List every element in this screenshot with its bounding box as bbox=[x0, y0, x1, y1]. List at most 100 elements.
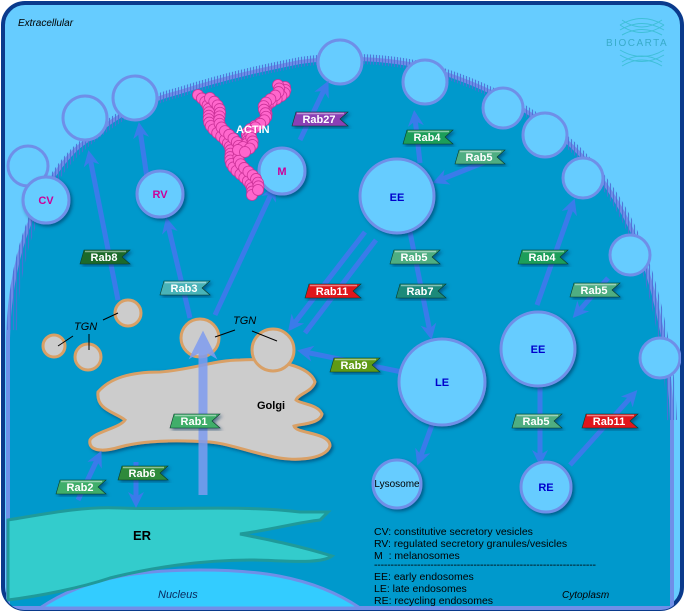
arrow-le-to-lysosome bbox=[415, 424, 435, 466]
rab-flag-label: Rab6 bbox=[129, 468, 156, 480]
legend-line-re: RE: recycling endosomes bbox=[374, 595, 493, 607]
rab-flag-rab5-lower: Rab5 bbox=[511, 413, 563, 429]
rab-flag-shape bbox=[511, 413, 563, 429]
rab-flag-rab6: Rab6 bbox=[117, 465, 169, 481]
arrow-tgn-to-rv bbox=[162, 217, 193, 319]
legend-divider: ----------------------------------------… bbox=[374, 559, 597, 571]
rab-flag-rab11-center: Rab11 bbox=[304, 283, 362, 299]
rab-flag-shape bbox=[117, 465, 169, 481]
rab-flag-rab2: Rab2 bbox=[55, 479, 107, 495]
rab-flag-rab9: Rab9 bbox=[329, 357, 381, 373]
golgi-label: Golgi bbox=[257, 400, 285, 412]
ee-right-vesicle bbox=[499, 310, 577, 388]
rab-flag-label: Rab9 bbox=[341, 360, 368, 372]
golgi-apparatus bbox=[88, 358, 332, 461]
nucleus-label: Nucleus bbox=[158, 589, 198, 601]
lysosome-label: Lysosome bbox=[374, 479, 420, 490]
arrow-tgn-to-m bbox=[212, 184, 276, 317]
ee-right-label: EE bbox=[531, 344, 546, 356]
rab-flag-rab8: Rab8 bbox=[79, 249, 131, 265]
rab-flag-shape bbox=[291, 111, 349, 127]
rab-flag-label: Rab7 bbox=[407, 286, 434, 298]
re-label: RE bbox=[538, 482, 553, 494]
rab-flag-rab1: Rab1 bbox=[169, 413, 221, 429]
ee-top-vesicle bbox=[358, 157, 436, 235]
biocarta-logo: BIOCARTA bbox=[606, 18, 668, 67]
cv-vesicle bbox=[21, 175, 71, 225]
le-vesicle bbox=[397, 337, 487, 427]
rv-vesicle bbox=[135, 169, 185, 219]
actin-bead bbox=[239, 146, 251, 158]
endoplasmic-reticulum bbox=[6, 506, 336, 602]
rab-flag-shape bbox=[581, 413, 639, 429]
rab-flag-rab4-right: Rab4 bbox=[517, 249, 569, 265]
rab-flag-label: Rab27 bbox=[302, 114, 335, 126]
rab-flag-label: Rab5 bbox=[581, 285, 608, 297]
m-vesicle bbox=[257, 146, 307, 196]
rab-flag-shape bbox=[169, 413, 221, 429]
rab-flag-rab4-top: Rab4 bbox=[402, 129, 454, 145]
rab-flag-rab5-right: Rab5 bbox=[569, 282, 621, 298]
rab-flag-label: Rab3 bbox=[171, 283, 198, 295]
le-label: LE bbox=[435, 377, 449, 389]
rab-flag-shape bbox=[329, 357, 381, 373]
membrane-pits bbox=[6, 38, 681, 380]
legend-line-le: LE: late endosomes bbox=[374, 583, 467, 595]
rab-flag-rab11-right: Rab11 bbox=[581, 413, 639, 429]
rab-flag-rab3: Rab3 bbox=[159, 280, 211, 296]
arrow-re-to-membrane bbox=[568, 390, 638, 467]
legend: CV: constitutive secretory vesicles RV: … bbox=[374, 526, 597, 607]
rv-label: RV bbox=[152, 189, 168, 201]
rab-flag-label: Rab11 bbox=[593, 416, 625, 428]
vesicles bbox=[21, 146, 577, 514]
actin-filaments bbox=[192, 79, 292, 201]
rab-flag-rab7: Rab7 bbox=[395, 283, 447, 299]
rab-flag-shape bbox=[159, 280, 211, 296]
actin-bead bbox=[252, 184, 264, 196]
rab-flag-shape bbox=[402, 129, 454, 145]
actin-label: ACTIN bbox=[236, 124, 270, 136]
cv-label: CV bbox=[38, 195, 54, 207]
rab-flag-label: Rab5 bbox=[523, 416, 550, 428]
logo-mesh-icon bbox=[619, 18, 665, 67]
rab-flag-rab27: Rab27 bbox=[291, 111, 349, 127]
re-vesicle bbox=[519, 460, 573, 514]
rab-flag-label: Rab1 bbox=[181, 416, 208, 428]
tgn-left-label: TGN bbox=[74, 321, 97, 333]
cytoplasm-label: Cytoplasm bbox=[562, 590, 609, 601]
arrow-ee-to-le bbox=[407, 231, 437, 340]
rab-flag-shape bbox=[389, 249, 441, 265]
rab-flag-rab5-top: Rab5 bbox=[454, 149, 506, 165]
rab-flag-label: Rab2 bbox=[67, 482, 94, 494]
tgn-leader-lines bbox=[57, 312, 278, 350]
legend-line-ee: EE: early endosomes bbox=[374, 571, 474, 583]
rab-flag-shape bbox=[395, 283, 447, 299]
rab-flag-label: Rab5 bbox=[401, 252, 428, 264]
ee-top-label: EE bbox=[390, 192, 405, 204]
rab-flag-shape bbox=[55, 479, 107, 495]
tgn-center-label: TGN bbox=[233, 315, 256, 327]
arrow-rv-to-membrane bbox=[133, 122, 150, 179]
arrow-ee-to-tgn bbox=[288, 230, 367, 332]
legend-line-rv: RV: regulated secretory granules/vesicle… bbox=[374, 538, 567, 550]
rab-flag-shape bbox=[569, 282, 621, 298]
rab-flag-label: Rab5 bbox=[466, 152, 493, 164]
rab-flag-rab5-mid: Rab5 bbox=[389, 249, 441, 265]
rab-flag-shape bbox=[454, 149, 506, 165]
legend-line-cv: CV: constitutive secretory vesicles bbox=[374, 526, 533, 538]
rab-flag-label: Rab11 bbox=[316, 286, 348, 298]
logo-text: BIOCARTA bbox=[606, 38, 668, 49]
rab-flag-label: Rab4 bbox=[414, 132, 442, 144]
m-label: M bbox=[277, 166, 286, 178]
rab-flag-shape bbox=[79, 249, 131, 265]
rab-flag-shape bbox=[304, 283, 362, 299]
rab-flag-shape bbox=[517, 249, 569, 265]
er-label: ER bbox=[133, 528, 152, 543]
arrow-tgn-to-membrane bbox=[83, 150, 121, 301]
rab-flag-label: Rab4 bbox=[529, 252, 557, 264]
extracellular-label: Extracellular bbox=[18, 18, 74, 29]
lysosome-vesicle bbox=[371, 458, 423, 510]
rab-flag-label: Rab8 bbox=[91, 252, 118, 264]
